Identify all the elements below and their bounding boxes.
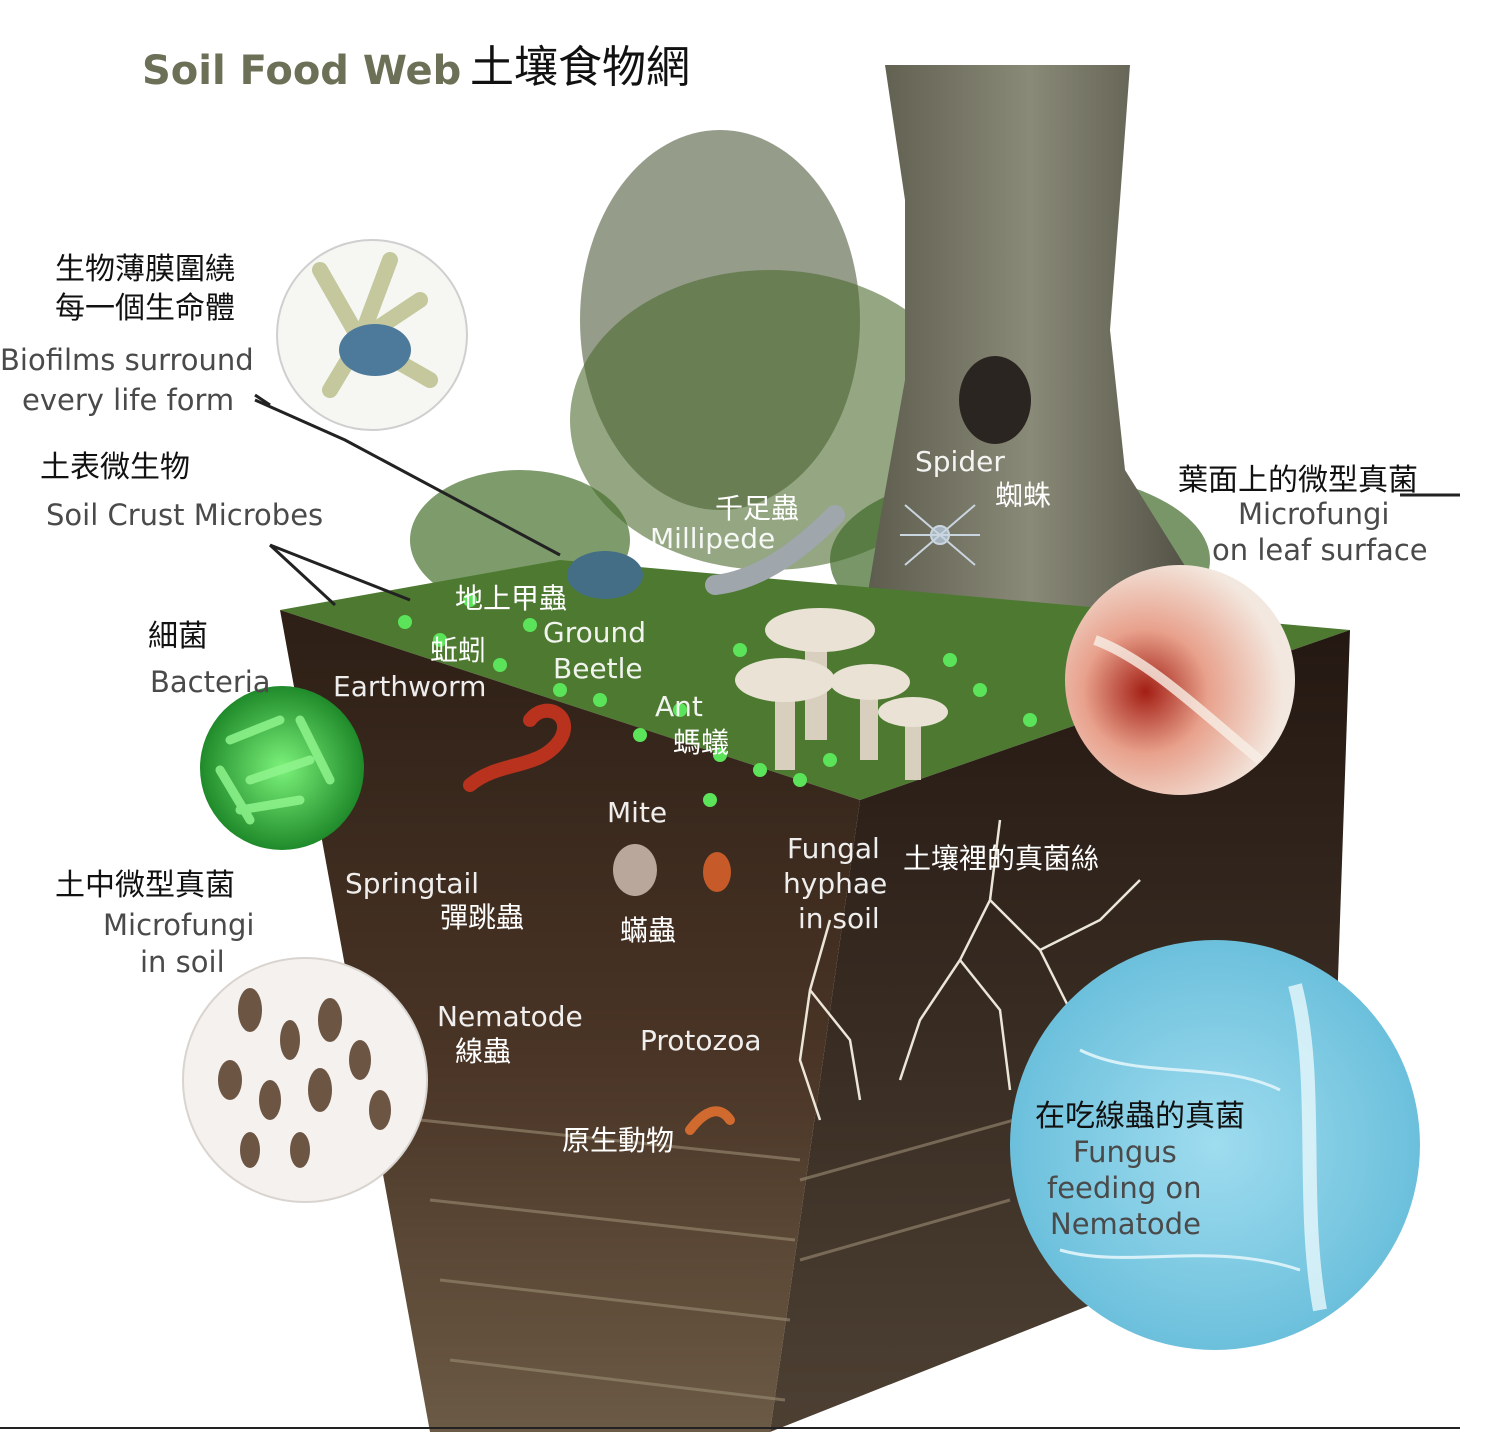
ground-beetle-drawing	[567, 551, 643, 599]
fungus-nematode-en-3: Nematode	[1050, 1207, 1201, 1241]
spider-drawing	[900, 504, 980, 566]
label-earthworm: 蚯蚓 Earthworm	[333, 634, 486, 703]
label-fungus-nematode: 在吃線蟲的真菌 Fungus feeding on Nematode	[1035, 1099, 1245, 1241]
ground-beetle-zh: 地上甲蟲	[455, 582, 567, 615]
springtail-en: Springtail	[345, 867, 479, 900]
nematode-en: Nematode	[437, 1000, 583, 1033]
label-spider: Spider 蜘蛛	[915, 445, 1051, 512]
bacteria-en: Bacteria	[150, 665, 271, 699]
circle-microfungi-soil	[182, 957, 428, 1203]
hyphae-en-3: in soil	[798, 902, 880, 935]
mushrooms	[735, 608, 948, 780]
hyphae-en-2: hyphae	[783, 867, 887, 900]
microfungi-soil-zh: 土中微型真菌	[55, 868, 235, 903]
label-springtail: Springtail 彈跳蟲	[345, 867, 524, 934]
millipede-drawing	[705, 505, 845, 595]
ground-beetle-en-2: Beetle	[553, 652, 643, 685]
fungus-nematode-zh: 在吃線蟲的真菌	[1035, 1099, 1245, 1134]
nematode-zh: 線蟲	[455, 1035, 511, 1068]
label-soil-crust: 土表微生物 Soil Crust Microbes	[40, 450, 323, 532]
label-fungal-hyphae: Fungal hyphae in soil 土壤裡的真菌絲	[783, 832, 1099, 935]
spider-en: Spider	[915, 445, 1005, 478]
microfungi-soil-en-2: in soil	[140, 945, 225, 979]
leaf-fungi-zh: 葉面上的微型真菌	[1178, 463, 1418, 498]
label-millipede: 千足蟲 Millipede	[650, 492, 799, 555]
label-protozoa: Protozoa 原生動物	[562, 1024, 762, 1157]
protozoa-zh: 原生動物	[562, 1124, 674, 1157]
protozoa-drawing	[685, 1106, 735, 1135]
fungus-nematode-en-1: Fungus	[1073, 1135, 1177, 1169]
tree-trunk	[860, 65, 1200, 640]
millipede-en: Millipede	[650, 522, 775, 555]
label-leaf-fungi: 葉面上的微型真菌 Microfungi on leaf surface	[1178, 463, 1428, 567]
mite-en: Mite	[607, 796, 667, 829]
label-biofilms: 生物薄膜圍繞 每一個生命體 Biofilms surround every li…	[0, 252, 254, 417]
circle-biofilms	[276, 239, 468, 431]
hyphae-en-1: Fungal	[787, 832, 880, 865]
fungus-nematode-en-2: feeding on	[1047, 1171, 1202, 1205]
label-microfungi-soil: 土中微型真菌 Microfungi in soil	[55, 868, 255, 979]
title-zh: 土壤食物網	[470, 42, 690, 93]
label-ground-beetle: 地上甲蟲 Ground Beetle	[455, 582, 646, 685]
bacteria-zh: 細菌	[148, 619, 208, 654]
earthworm-drawing	[463, 703, 572, 792]
crust-en: Soil Crust Microbes	[46, 498, 323, 532]
microfungi-soil-en-1: Microfungi	[103, 908, 255, 942]
hyphae-zh: 土壤裡的真菌絲	[903, 842, 1099, 875]
biofilms-en-1: Biofilms surround	[0, 343, 254, 377]
tree-hole	[959, 356, 1031, 444]
title: Soil Food Web 土壤食物網	[142, 42, 690, 94]
spider-zh: 蜘蛛	[995, 479, 1051, 512]
earthworm-zh: 蚯蚓	[430, 634, 486, 667]
mite-zh: 蟎蟲	[620, 914, 676, 947]
crust-zh: 土表微生物	[40, 450, 190, 485]
biofilms-zh-2: 每一個生命體	[55, 291, 235, 326]
ant-en: Ant	[655, 690, 703, 723]
leaf-fungi-en-2: on leaf surface	[1212, 533, 1428, 567]
leaf-fungi-en-1: Microfungi	[1238, 497, 1390, 531]
millipede-zh: 千足蟲	[715, 492, 799, 525]
earthworm-en: Earthworm	[333, 670, 486, 703]
biofilms-en-2: every life form	[22, 383, 234, 417]
fungal-hyphae-drawing	[798, 819, 1141, 1121]
circle-leaf-fungi	[1065, 565, 1295, 795]
label-ant: Ant 螞蟻	[655, 690, 729, 759]
circle-fungus-nematode	[1010, 940, 1420, 1350]
ant-zh: 螞蟻	[673, 726, 729, 759]
mite-drawing	[613, 844, 731, 896]
bacteria-dots	[398, 593, 1037, 807]
pointer-lines	[254, 393, 1460, 607]
biofilms-zh-1: 生物薄膜圍繞	[55, 252, 235, 287]
ground-beetle-en-1: Ground	[543, 616, 646, 649]
label-bacteria: 細菌 Bacteria	[148, 619, 271, 699]
label-nematode: Nematode 線蟲	[437, 1000, 583, 1068]
circle-bacteria	[200, 686, 364, 850]
springtail-zh: 彈跳蟲	[440, 901, 524, 934]
label-mite: Mite 蟎蟲	[607, 796, 676, 947]
protozoa-en: Protozoa	[640, 1024, 762, 1057]
title-en: Soil Food Web	[142, 48, 461, 94]
